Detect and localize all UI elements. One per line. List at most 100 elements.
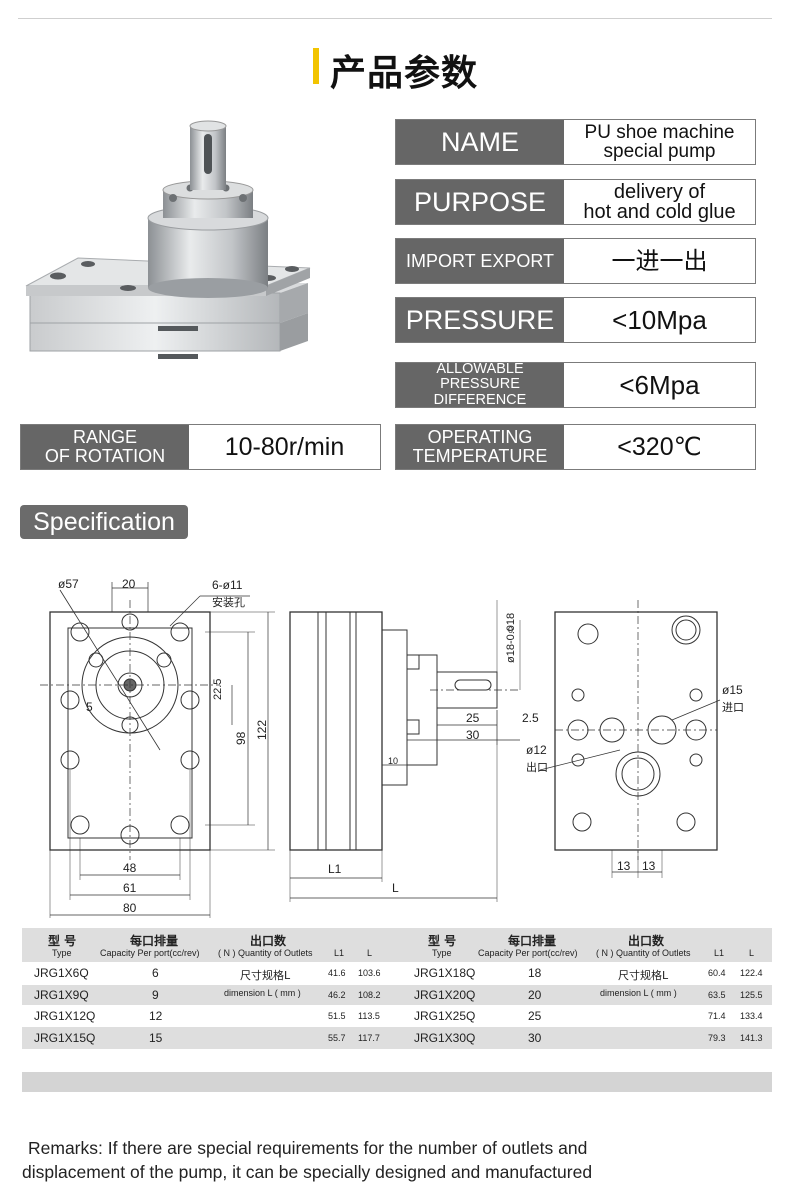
table-row-right-3-l: 133.4 xyxy=(740,1011,763,1021)
table-row-right-2-type: JRG1X20Q xyxy=(414,988,476,1002)
param-label-import-export: IMPORT EXPORT xyxy=(396,239,564,283)
table-row-right-2-l1: 63.5 xyxy=(708,990,726,1000)
dim-30: 30 xyxy=(466,728,480,742)
param-value-name-line1: PU shoe machine xyxy=(584,122,735,143)
table-row-right-2-cap: 20 xyxy=(528,988,542,1002)
table-row-right-1-type: JRG1X18Q xyxy=(414,966,476,980)
param-row-allowable-pressure: ALLOWABLE PRESSURE DIFFERENCE <6Mpa xyxy=(395,361,756,408)
param-label-allowable-line1: ALLOWABLE PRESSURE xyxy=(436,361,524,393)
param-row-rotation: RANGE OF ROTATION 10-80r/min xyxy=(20,424,381,470)
table-row-left-4-type: JRG1X15Q xyxy=(34,1031,96,1045)
param-value-rotation: 10-80r/min xyxy=(189,425,380,469)
dim-L1: L1 xyxy=(328,862,342,876)
table-row-left-3-l: 113.5 xyxy=(358,1011,380,1021)
dim-holes-cn: 安装孔 xyxy=(212,596,245,609)
technical-drawing xyxy=(40,582,721,918)
dim-d12: ø12 xyxy=(526,743,547,757)
dim-13b: 13 xyxy=(642,859,656,873)
th-out-cn-left: 出口数 xyxy=(250,934,287,948)
th-out-cn-right: 出口数 xyxy=(628,934,665,948)
table-row-left-3-cap: 12 xyxy=(149,1009,163,1023)
dim-holes: 6-ø11 xyxy=(212,578,243,592)
top-divider xyxy=(18,18,772,19)
pump-product-photo xyxy=(25,120,311,359)
table-row-left-1-l1: 41.6 xyxy=(328,968,346,978)
param-value-temperature: <320℃ xyxy=(564,425,755,469)
param-label-temperature: OPERATING TEMPERATURE xyxy=(396,425,564,469)
param-value-import-export: 一进一出 xyxy=(564,239,755,283)
table-row-right-1-l: 122.4 xyxy=(740,968,763,978)
th-type-en-right: Type xyxy=(432,948,452,958)
dim-10: 10 xyxy=(388,756,399,766)
th-out-en-right: ( N ) Quantity of Outlets xyxy=(596,948,691,958)
param-value-purpose: delivery of hot and cold glue xyxy=(564,180,755,224)
table-row-left-1-note: 尺寸规格L xyxy=(240,969,291,982)
remarks-line-2: displacement of the pump, it can be spec… xyxy=(22,1162,593,1182)
table-row-left-2-note: dimension L ( mm ) xyxy=(224,988,301,998)
table-row-left-3-type: JRG1X12Q xyxy=(34,1009,96,1023)
th-cap-cn-left: 每口排量 xyxy=(130,934,179,948)
th-type-cn-right: 型 号 xyxy=(428,934,457,948)
param-row-pressure: PRESSURE <10Mpa xyxy=(395,297,756,343)
th-out-en-left: ( N ) Quantity of Outlets xyxy=(218,948,313,958)
th-l1-right: L1 xyxy=(714,948,725,958)
table-row-right-4-type: JRG1X30Q xyxy=(414,1031,476,1045)
dim-80: 80 xyxy=(123,901,137,915)
dim-d15: ø15 xyxy=(722,683,743,697)
table-row-right-4-l: 141.3 xyxy=(740,1033,763,1043)
param-value-pressure: <10Mpa xyxy=(564,298,755,342)
table-row-right-1-cap: 18 xyxy=(528,966,542,980)
dim-13a: 13 xyxy=(617,859,631,873)
param-value-name-line2: special pump xyxy=(603,141,716,162)
th-cap-en-right: Capacity Per port(cc/rev) xyxy=(478,948,578,958)
table-row-right-3-cap: 25 xyxy=(528,1009,542,1023)
param-label-rotation-line2: OF ROTATION xyxy=(44,446,166,466)
param-value-purpose-line1: delivery of xyxy=(613,181,706,203)
param-label-temperature-line2: TEMPERATURE xyxy=(412,446,548,466)
param-label-temperature-line1: OPERATING xyxy=(427,427,533,448)
specification-heading: Specification xyxy=(20,505,188,539)
table-row-right-4-cap: 30 xyxy=(528,1031,542,1045)
table-row-left-2-cap: 9 xyxy=(152,988,159,1002)
param-row-name: NAME PU shoe machine special pump xyxy=(395,119,756,165)
table-row-right-3-type: JRG1X25Q xyxy=(414,1009,476,1023)
dim-L: L xyxy=(392,881,399,895)
table-row-right-2-l: 125.5 xyxy=(740,990,763,1000)
param-label-purpose: PURPOSE xyxy=(396,180,564,224)
table-row-right-1-note: 尺寸规格L xyxy=(618,969,669,982)
th-l-right: L xyxy=(749,948,755,958)
table-row-right-3-l1: 71.4 xyxy=(708,1011,726,1021)
param-label-allowable-pressure: ALLOWABLE PRESSURE DIFFERENCE xyxy=(396,361,564,408)
title-accent-bar xyxy=(313,48,319,84)
table-row-left-2-l: 108.2 xyxy=(358,990,381,1000)
dim-d57: ø57 xyxy=(58,577,79,591)
th-cap-cn-right: 每口排量 xyxy=(508,934,557,948)
table-row-left-1-type: JRG1X6Q xyxy=(34,966,89,980)
param-value-allowable-pressure: <6Mpa xyxy=(564,363,755,407)
table-row-right-2-note: dimension L ( mm ) xyxy=(600,988,677,998)
table-row-left-2-l1: 46.2 xyxy=(328,990,346,1000)
dim-inlet-cn: 进口 xyxy=(722,701,744,714)
dim-22-5: 22.5 xyxy=(212,678,224,700)
table-shaded-row-2 xyxy=(22,985,772,1005)
dim-122: 122 xyxy=(255,719,269,740)
dim-w20: 20 xyxy=(122,577,136,591)
dim-five: 5 xyxy=(86,700,93,714)
dim-outlet-cn: 出口 xyxy=(526,761,548,774)
param-label-allowable-line2: DIFFERENCE xyxy=(433,391,527,408)
table-footer-strip xyxy=(22,1072,772,1092)
table-row-right-1-l1: 60.4 xyxy=(708,968,726,978)
dim-48: 48 xyxy=(123,861,137,875)
table-row-left-4-l1: 55.7 xyxy=(328,1033,346,1043)
dim-shaft: ø18-0.018 xyxy=(505,612,517,663)
param-row-temperature: OPERATING TEMPERATURE <320℃ xyxy=(395,424,756,470)
dim-shaft-top: 0 xyxy=(508,625,514,635)
remarks-line-1: Remarks: If there are special requiremen… xyxy=(28,1138,588,1158)
param-label-name: NAME xyxy=(396,120,564,164)
dim-98: 98 xyxy=(234,731,248,745)
th-type-en-left: Type xyxy=(52,948,72,958)
table-shaded-row-4 xyxy=(22,1027,772,1049)
param-row-import-export: IMPORT EXPORT 一进一出 xyxy=(395,238,756,284)
param-label-rotation-line1: RANGE xyxy=(72,427,137,448)
page-title: 产品参数 xyxy=(330,53,479,94)
